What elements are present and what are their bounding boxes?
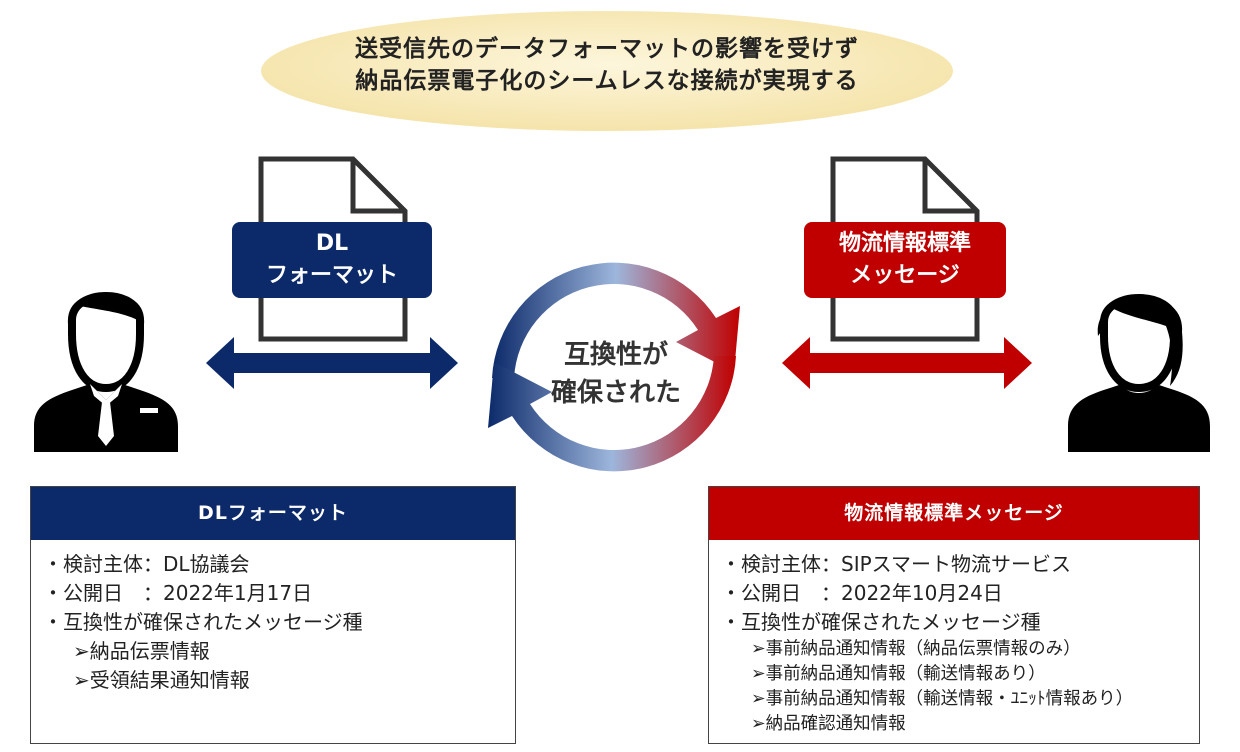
logistics-message-tag-line-2: メッセージ — [850, 263, 960, 288]
logistics-row-organizer: ・検討主体：SIPスマート物流サービス — [721, 552, 1072, 576]
dl-format-tag-line-2: フォーマット — [265, 263, 398, 288]
logistics-sub-item: ➢事前納品通知情報（納品伝票情報のみ） — [751, 639, 1081, 659]
dl-format-row-organizer: ・検討主体：DL協議会 — [43, 552, 250, 576]
logistics-message-tag: 物流情報標準 メッセージ — [804, 222, 1006, 298]
headline-text: 送受信先のデータフォーマットの影響を受けず 納品伝票電子化のシームレスな接続が実… — [258, 33, 956, 97]
compatibility-line-1: 互換性が — [563, 340, 668, 370]
headline-bubble — [261, 11, 953, 131]
dl-format-tag-line-1: DL — [315, 231, 349, 256]
dl-format-row-release-date: ・公開日 ：2022年1月17日 — [43, 581, 313, 605]
compatibility-label: 互換性が 確保された — [510, 336, 722, 412]
exchange-cycle-icon — [488, 262, 740, 472]
dl-format-sub-item: ➢納品伝票情報 — [73, 639, 210, 663]
dl-format-tag: DL フォーマット — [232, 222, 432, 298]
left-double-arrow-icon — [206, 337, 458, 389]
headline-line-2: 納品伝票電子化のシームレスな接続が実現する — [355, 68, 859, 94]
logistics-message-panel: 物流情報標準メッセージ ・検討主体：SIPスマート物流サービス ・公開日 ：20… — [708, 486, 1200, 744]
dl-format-sub-item: ➢受領結果通知情報 — [73, 668, 250, 692]
dl-format-panel-body: ・検討主体：DL協議会 ・公開日 ：2022年1月17日 ・互換性が確保されたメ… — [31, 540, 515, 695]
male-person-icon — [34, 292, 178, 452]
headline-line-1: 送受信先のデータフォーマットの影響を受けず — [355, 36, 859, 62]
logistics-sub-item: ➢納品確認通知情報 — [751, 714, 906, 734]
logistics-sub-item: ➢事前納品通知情報（輸送情報あり） — [751, 664, 1046, 684]
compatibility-line-2: 確保された — [550, 378, 681, 408]
female-person-icon — [1068, 294, 1210, 452]
dl-format-panel-title: DLフォーマット — [31, 487, 515, 540]
logistics-row-release-date: ・公開日 ：2022年10月24日 — [721, 581, 1003, 605]
dl-format-panel: DLフォーマット ・検討主体：DL協議会 ・公開日 ：2022年1月17日 ・互… — [30, 486, 516, 744]
logistics-sub-item: ➢事前納品通知情報（輸送情報・ﾕﾆｯﾄ情報あり） — [751, 689, 1134, 709]
logistics-row-message-types: ・互換性が確保されたメッセージ種 — [721, 610, 1041, 634]
logistics-message-tag-line-1: 物流情報標準 — [838, 231, 971, 256]
logistics-message-panel-title: 物流情報標準メッセージ — [709, 487, 1199, 540]
dl-format-row-message-types: ・互換性が確保されたメッセージ種 — [43, 610, 363, 634]
logistics-message-panel-body: ・検討主体：SIPスマート物流サービス ・公開日 ：2022年10月24日 ・互… — [709, 540, 1199, 737]
right-double-arrow-icon — [782, 337, 1032, 389]
